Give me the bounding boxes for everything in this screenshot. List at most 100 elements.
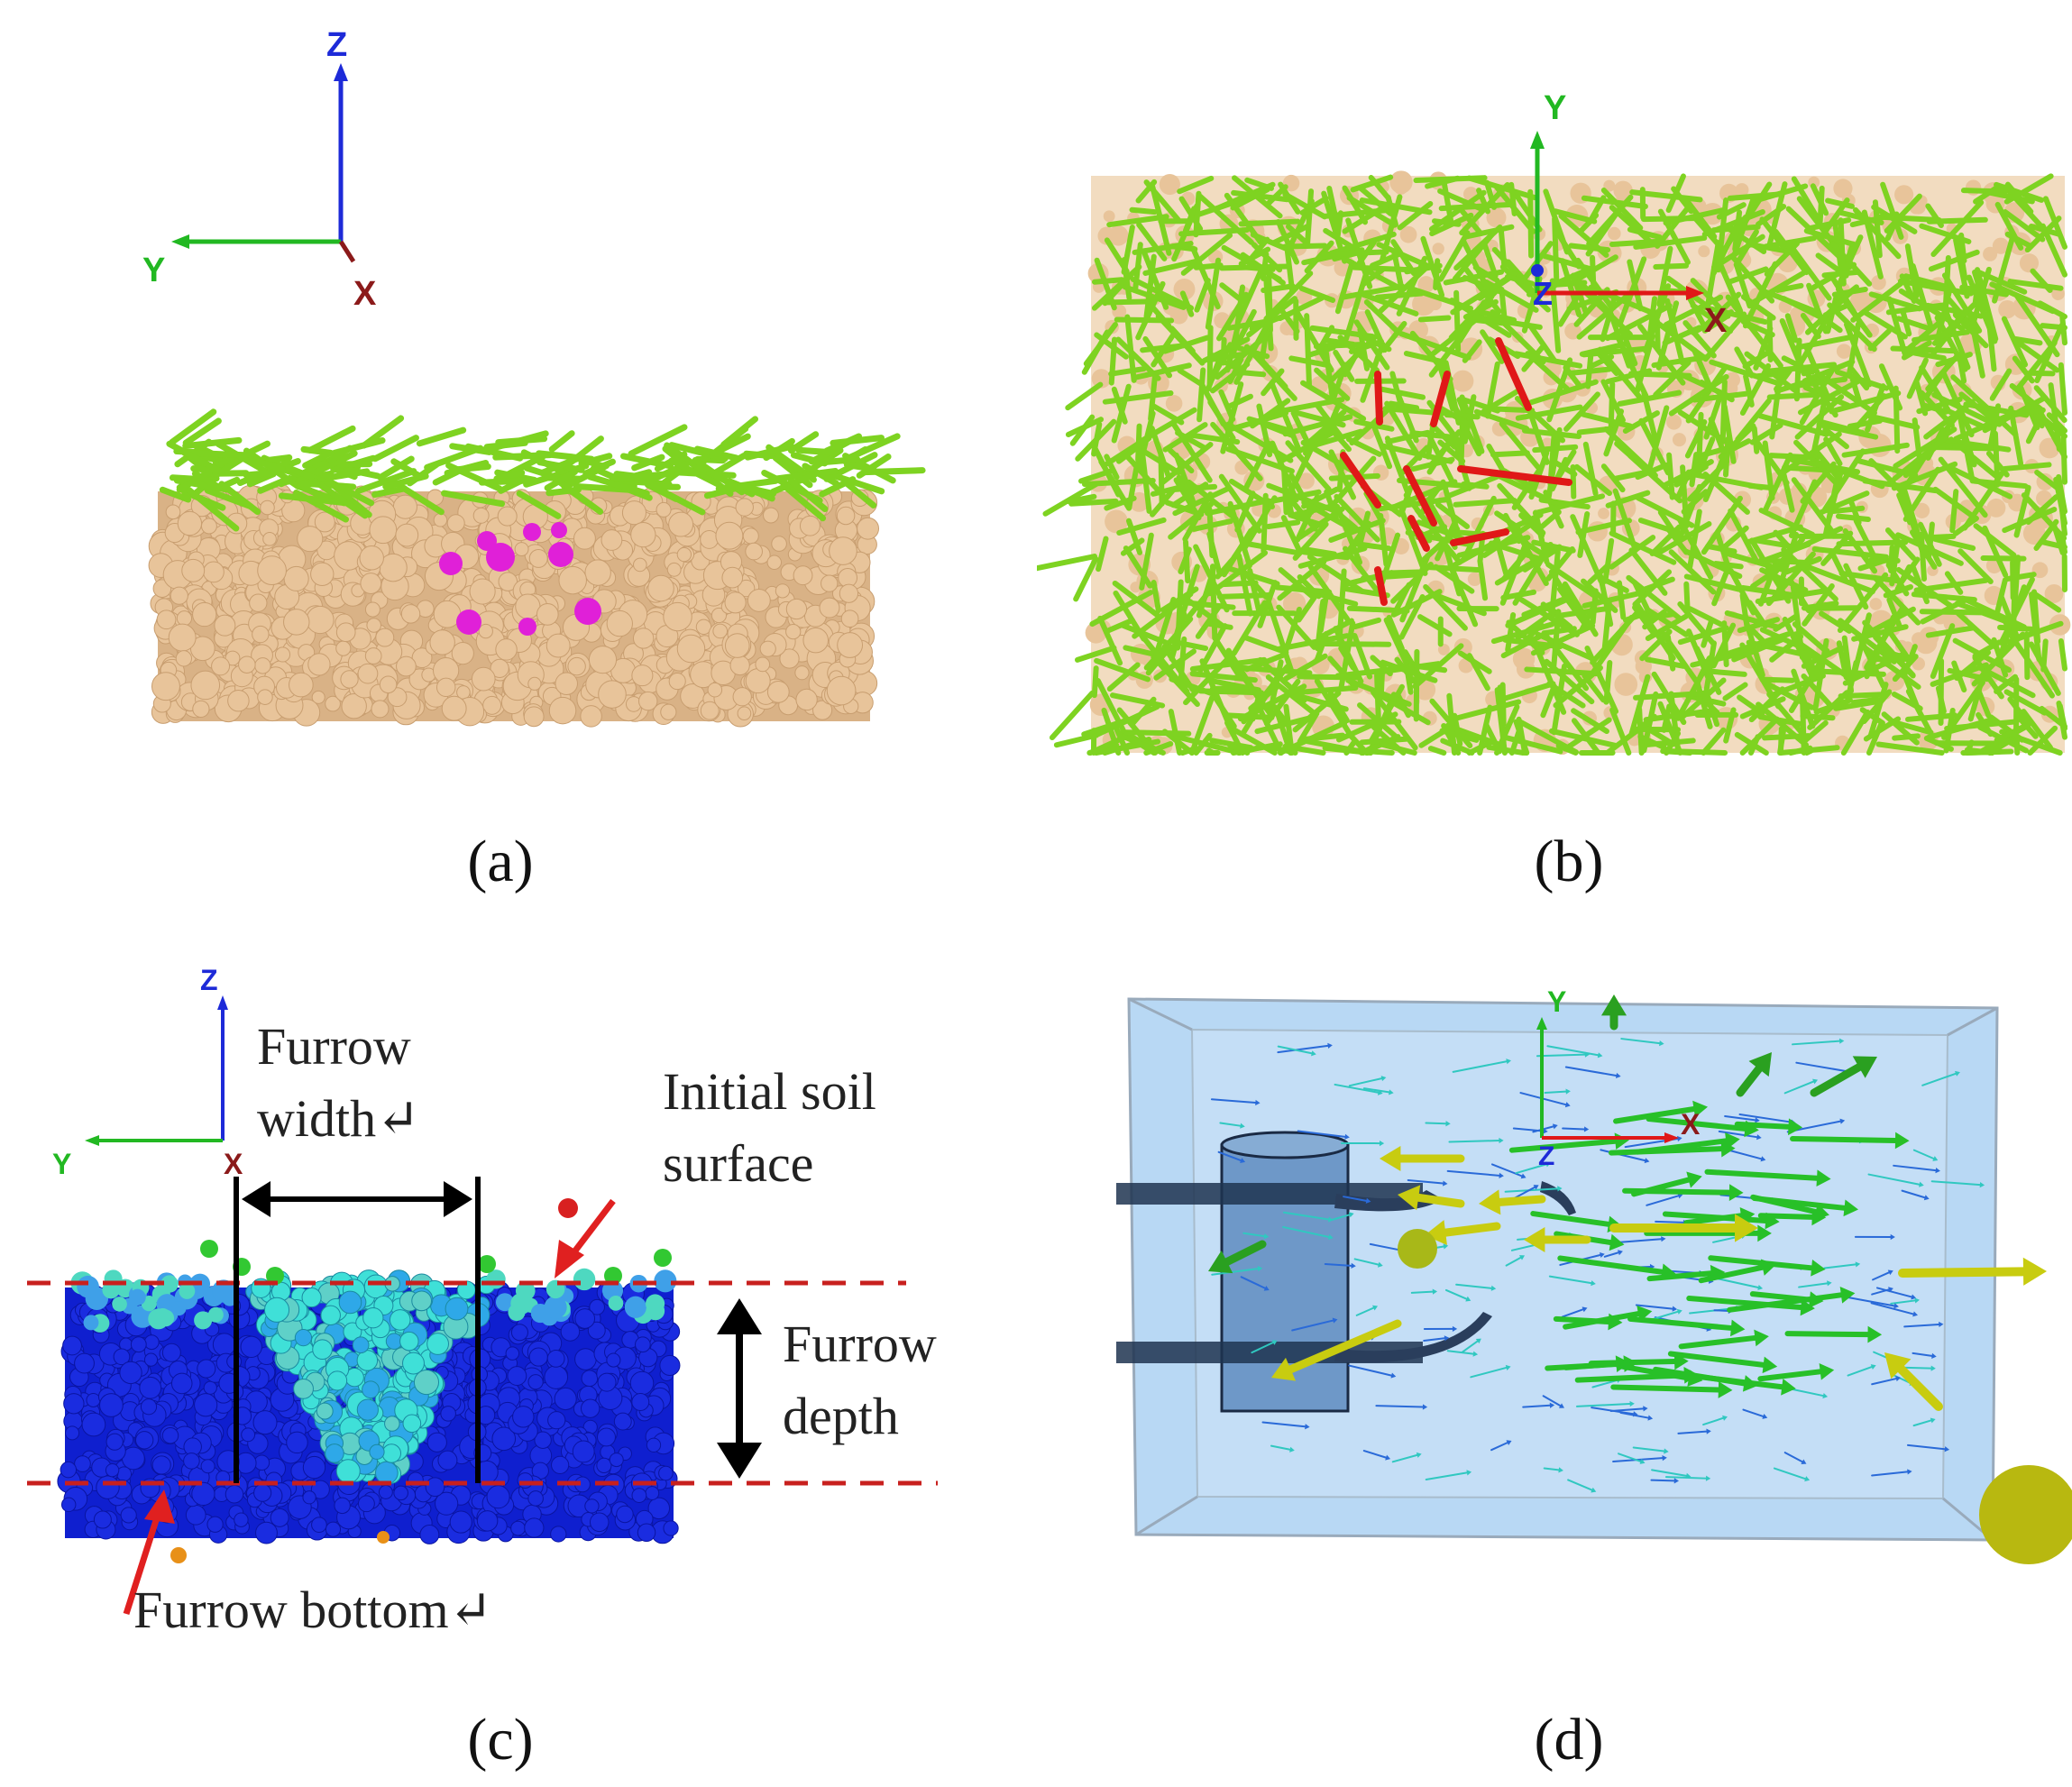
straw-segment bbox=[1962, 434, 1977, 468]
velocity-arrowhead bbox=[1706, 1428, 1711, 1434]
velocity-arrow bbox=[1875, 1287, 1913, 1298]
velocity-arrow bbox=[1425, 1471, 1468, 1480]
straw-segment bbox=[1994, 674, 2019, 694]
straw-segment bbox=[1701, 618, 1715, 648]
straw-segment bbox=[1857, 635, 1886, 689]
straw-segment bbox=[1555, 743, 1579, 756]
soil-particle bbox=[1869, 598, 1883, 610]
straw-segment bbox=[1577, 511, 1591, 558]
straw-segment bbox=[1930, 199, 1985, 257]
soil-particle bbox=[601, 529, 623, 551]
axis-label-y: Y bbox=[52, 1148, 71, 1180]
velocity-arrow bbox=[1757, 1369, 1823, 1382]
soil-particle bbox=[497, 506, 518, 527]
velocity-arrowhead bbox=[1597, 1052, 1603, 1058]
straw-segment bbox=[1225, 393, 1253, 409]
soil-particle bbox=[799, 515, 821, 536]
straw-segment bbox=[1502, 637, 1563, 650]
soil-particle bbox=[775, 583, 791, 599]
straw-layer bbox=[159, 408, 926, 532]
straw-segment bbox=[1345, 677, 1412, 707]
straw-segment bbox=[1235, 266, 1265, 324]
straw-segment bbox=[1347, 732, 1370, 756]
straw-segment bbox=[1721, 620, 1729, 668]
velocity-arrow bbox=[1901, 1366, 1932, 1370]
straw-segment bbox=[1433, 258, 1441, 291]
straw-segment bbox=[1196, 576, 1214, 619]
straw-segment bbox=[1073, 555, 1099, 602]
straw-segment bbox=[1270, 223, 1311, 246]
soil-particle bbox=[700, 701, 720, 720]
velocity-arrow bbox=[1223, 1240, 1267, 1267]
straw-segment bbox=[1483, 722, 1503, 755]
axis-label-x: X bbox=[1681, 1108, 1701, 1141]
straw-segment bbox=[1104, 454, 1120, 481]
soil-particle bbox=[1467, 572, 1482, 587]
velocity-arrow bbox=[1603, 1251, 1619, 1258]
straw-segment bbox=[1803, 747, 1814, 756]
straw-segment bbox=[1802, 719, 1829, 744]
straw-segment bbox=[169, 408, 217, 445]
velocity-arrow bbox=[1662, 1211, 1769, 1224]
velocity-arrowhead bbox=[2022, 1257, 2047, 1286]
straw-segment bbox=[1233, 321, 1270, 385]
straw-segment bbox=[1582, 590, 1646, 609]
soil-particle bbox=[574, 1308, 596, 1329]
disturbed-particle bbox=[389, 1309, 411, 1331]
straw-segment bbox=[186, 486, 240, 532]
straw-segment bbox=[1861, 606, 1916, 638]
velocity-arrowhead bbox=[1348, 1212, 1354, 1218]
velocity-arrow bbox=[1784, 1331, 1871, 1338]
straw-segment bbox=[1851, 696, 1880, 706]
soil-particle bbox=[151, 672, 180, 701]
straw-segment bbox=[1645, 607, 1689, 637]
soil-particle bbox=[663, 601, 692, 632]
straw-segment bbox=[1992, 234, 2016, 304]
straw-segment bbox=[1731, 637, 1786, 663]
soil-particle bbox=[446, 514, 465, 533]
straw-segment bbox=[1179, 290, 1195, 317]
straw-segment bbox=[1523, 398, 1550, 465]
velocity-arrowhead bbox=[1661, 1236, 1666, 1242]
straw-segment bbox=[1848, 366, 1870, 391]
velocity-arrow bbox=[1211, 1268, 1260, 1276]
soil-particle bbox=[334, 1497, 351, 1515]
soil-particle bbox=[99, 1393, 124, 1417]
straw-segment bbox=[1899, 556, 1921, 585]
panel-a: Z Y X (a) bbox=[0, 0, 992, 902]
soil-particle bbox=[523, 706, 545, 728]
velocity-arrowhead bbox=[1705, 1475, 1711, 1481]
velocity-arrow bbox=[1446, 1350, 1474, 1355]
soil-particle bbox=[621, 500, 646, 526]
soil-particle bbox=[1986, 498, 2006, 518]
soil-particle bbox=[310, 1480, 330, 1499]
straw-segment bbox=[441, 490, 506, 508]
soil-particle bbox=[274, 646, 291, 663]
velocity-arrowhead bbox=[1271, 1340, 1278, 1345]
velocity-arrow bbox=[1591, 1407, 1635, 1416]
straw-segment bbox=[1902, 466, 1941, 522]
straw-segment bbox=[1639, 576, 1675, 593]
disturbed-particle bbox=[381, 1443, 401, 1463]
axis-triad-d: Y X Z bbox=[1536, 985, 1701, 1171]
soil-particle bbox=[700, 529, 720, 549]
soil-particle bbox=[249, 593, 268, 612]
soil-particle bbox=[646, 1437, 662, 1453]
straw-segment bbox=[1924, 302, 1985, 319]
soil-particle bbox=[289, 672, 314, 698]
velocity-arrowhead bbox=[1524, 1226, 1545, 1253]
straw-segment bbox=[1518, 597, 1580, 637]
disturbed-particle bbox=[374, 1461, 399, 1485]
soil-particle bbox=[735, 498, 754, 517]
soil-particle bbox=[200, 1459, 215, 1474]
velocity-arrowhead bbox=[1812, 1078, 1819, 1085]
straw-segment bbox=[1101, 707, 1122, 756]
straw-segment bbox=[1304, 313, 1312, 388]
axis-label-z: Z bbox=[326, 26, 347, 64]
velocity-arrow bbox=[1242, 1232, 1266, 1238]
soil-particle bbox=[1998, 300, 2017, 319]
straw-segment bbox=[1715, 197, 1729, 273]
soil-particle bbox=[357, 663, 379, 684]
straw-segment bbox=[1447, 561, 1479, 628]
velocity-arrowhead bbox=[1839, 1118, 1846, 1124]
